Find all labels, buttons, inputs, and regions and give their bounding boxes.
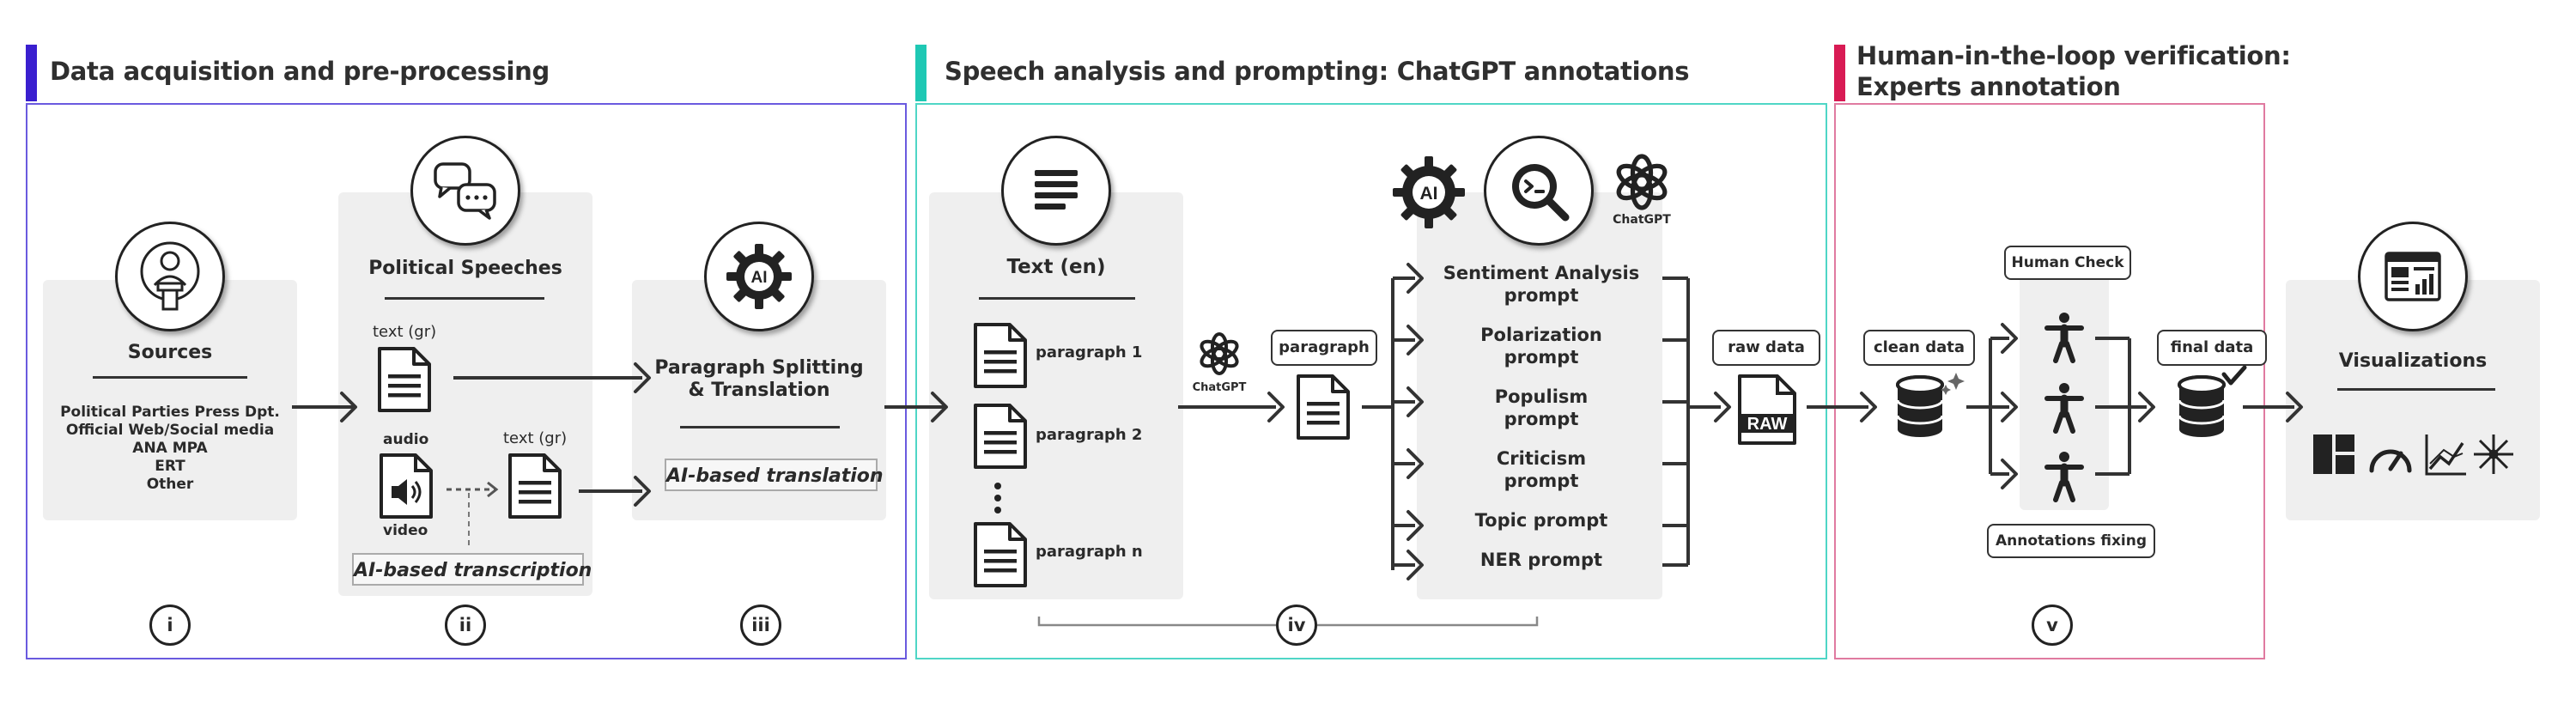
- raw-file-label: RAW: [1747, 415, 1788, 434]
- text-en-panel: [929, 192, 1183, 599]
- raw-data-pill: raw data: [1712, 330, 1820, 366]
- ai-transcription-box: AI-based transcription: [352, 553, 592, 586]
- prompt-ner: NER prompt: [1479, 550, 1603, 570]
- text-gr-label: text (gr): [373, 323, 437, 341]
- raw-file-icon: RAW: [1738, 374, 1796, 445]
- chatgpt-label-2: ChatGPT: [1613, 213, 1671, 227]
- section1-color-bar: [26, 45, 37, 101]
- paragraph-2-label: paragraph 2: [1036, 426, 1143, 444]
- section2-title: Speech analysis and prompting: ChatGPT a…: [945, 57, 1690, 86]
- prompts-panel: [1417, 192, 1662, 599]
- annotations-fixing-pill: Annotations fixing: [1987, 524, 2155, 558]
- visualizations-divider: [2337, 388, 2495, 391]
- search-terminal-icon: [1512, 164, 1570, 222]
- source-item-2: Official Web/Social media: [65, 422, 275, 439]
- ai-gear-circle: AI: [704, 222, 814, 331]
- prompt-populism-line1: Populism: [1494, 386, 1589, 407]
- prompt-criticism-line2: prompt: [1504, 471, 1579, 491]
- text-en-heading: Text (en): [1006, 256, 1106, 278]
- speaker-circle: [115, 222, 225, 331]
- text-circle: [1001, 136, 1111, 246]
- audio-label: audio: [383, 431, 429, 448]
- text-gr-document-icon: [378, 347, 431, 412]
- source-item-4: ERT: [155, 458, 185, 475]
- step-ii-marker: ii: [445, 605, 486, 646]
- expert-person-icon-3: [2047, 452, 2081, 500]
- speech-bubbles-circle: [410, 136, 520, 246]
- splitting-divider: [680, 426, 840, 428]
- speeches-divider: [385, 297, 544, 300]
- paragraph-pill: paragraph: [1271, 330, 1377, 366]
- chatgpt-small-logo-icon: [1199, 334, 1240, 374]
- step-iii-marker: iii: [740, 605, 781, 646]
- prompt-sentiment-line1: Sentiment Analysis: [1443, 263, 1640, 283]
- sparkle-icon: [1941, 373, 1965, 395]
- section3-frame: [1834, 103, 2265, 659]
- prompt-polarization-line2: prompt: [1504, 347, 1579, 368]
- paragraph-n-document-icon: [974, 522, 1027, 587]
- speaker-podium-icon: [140, 241, 200, 311]
- search-terminal-circle: [1484, 136, 1594, 246]
- section3-title-line1: Human-in-the-loop verification:: [1856, 41, 2291, 70]
- source-item-5: Other: [146, 476, 194, 493]
- speeches-heading: Political Speeches: [368, 258, 562, 279]
- ai-gear-small-icon: AI: [1393, 156, 1465, 228]
- section3-title-line2: Experts annotation: [1856, 72, 2121, 101]
- ai-gear-icon: AI: [726, 244, 792, 309]
- source-item-1: Political Parties Press Dpt.: [60, 404, 280, 421]
- prompt-populism-line2: prompt: [1504, 409, 1579, 429]
- section1-frame: [26, 103, 907, 659]
- paragraph-document-icon: [1297, 374, 1350, 440]
- visualizations-heading: Visualizations: [2338, 350, 2488, 372]
- checkmark-icon: [2221, 365, 2247, 386]
- section3-color-bar: [1834, 45, 1845, 101]
- dashboard-circle: [2358, 222, 2468, 331]
- text-en-divider: [979, 297, 1135, 300]
- prompt-sentiment-line2: prompt: [1504, 285, 1579, 306]
- prompt-polarization-line1: Polarization: [1480, 325, 1602, 345]
- text-lines-icon: [1035, 170, 1078, 210]
- step-i-marker: i: [149, 605, 191, 646]
- sources-divider: [93, 376, 247, 379]
- text-gr-2-document-icon: [508, 453, 562, 519]
- chatgpt-label: ChatGPT: [1192, 381, 1247, 394]
- clean-data-pill: clean data: [1863, 330, 1975, 366]
- prompt-criticism-line1: Criticism: [1496, 448, 1587, 469]
- human-check-pill: Human Check: [2004, 246, 2131, 280]
- paragraph-1-label: paragraph 1: [1036, 343, 1143, 362]
- step-v-marker: v: [2032, 605, 2073, 646]
- dashboard-icon: [2385, 252, 2441, 301]
- splitting-heading-line1: Paragraph Splitting: [654, 357, 864, 379]
- expert-person-icon-2: [2047, 383, 2081, 431]
- prompt-topic: Topic prompt: [1474, 510, 1608, 531]
- paragraph-n-label: paragraph n: [1036, 543, 1143, 561]
- treemap-icon: [2313, 434, 2354, 474]
- ai-gear-badge: AI: [751, 269, 768, 287]
- sources-heading: Sources: [127, 342, 213, 363]
- paragraph-1-document-icon: [974, 323, 1027, 388]
- final-data-pill: final data: [2157, 330, 2267, 366]
- video-label: video: [383, 522, 428, 539]
- ai-translation-box: AI-based translation: [665, 459, 884, 491]
- source-item-3: ANA MPA: [132, 440, 208, 457]
- audio-document-icon: [380, 453, 433, 519]
- paragraph-2-document-icon: [974, 404, 1027, 469]
- speech-bubbles-icon: [434, 162, 496, 220]
- ai-gear-small-badge: AI: [1420, 184, 1438, 204]
- line-chart-icon: [2425, 434, 2466, 476]
- step-iv-marker: iv: [1276, 605, 1317, 646]
- section2-color-bar: [915, 45, 927, 101]
- section1-title: Data acquisition and pre-processing: [50, 57, 550, 86]
- gauge-icon: [2369, 449, 2412, 473]
- expert-person-icon-1: [2047, 313, 2081, 361]
- network-burst-icon: [2474, 434, 2513, 474]
- clean-database-icon: [1896, 375, 1944, 439]
- section2-frame: [915, 103, 1827, 659]
- text-gr-label-2: text (gr): [503, 429, 568, 447]
- final-database-icon: [2178, 375, 2226, 439]
- splitting-heading-line2: & Translation: [688, 380, 830, 401]
- chatgpt-logo-icon: [1615, 156, 1668, 208]
